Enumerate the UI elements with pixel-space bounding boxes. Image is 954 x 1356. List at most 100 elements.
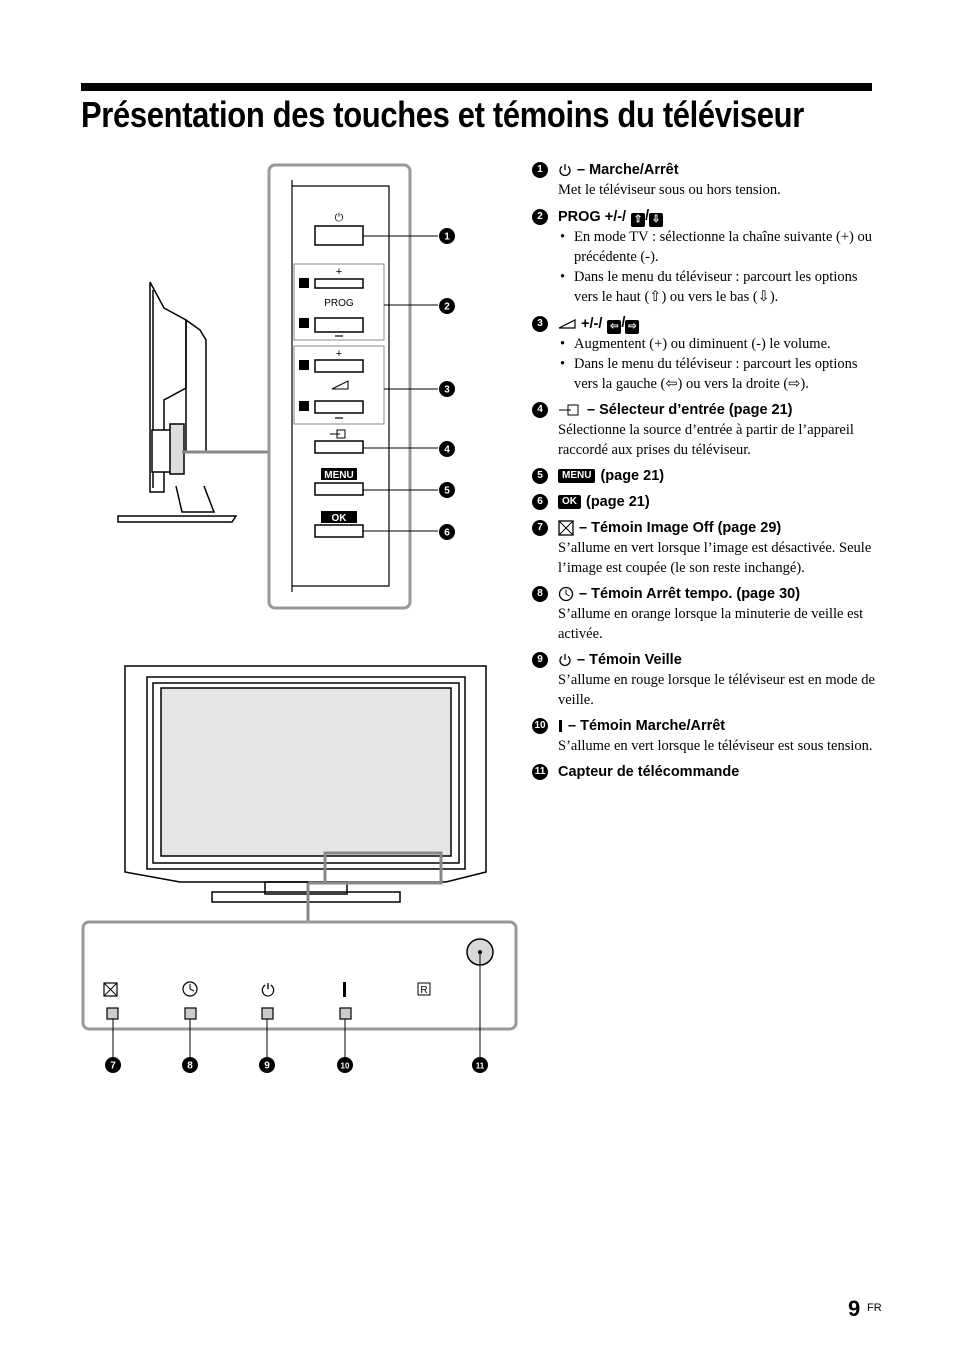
item-number: 5 <box>532 468 548 484</box>
callout-6 <box>439 524 455 540</box>
item-title: (page 21) <box>600 468 665 484</box>
callout-4 <box>439 441 455 457</box>
svg-text:OK: OK <box>332 513 348 524</box>
callout-5 <box>439 482 455 498</box>
bullet-item: Dans le menu du téléviseur : parcourt le… <box>558 354 877 394</box>
standby-icon <box>558 653 572 667</box>
callout-10 <box>337 1057 353 1073</box>
prog-down-button <box>314 317 364 333</box>
input-icon <box>330 429 346 439</box>
item-description: Sélectionne la source d’entrée à partir … <box>558 422 854 458</box>
item-heading: 1 – Marche/Arrêt <box>532 160 877 180</box>
item-description: S’allume en vert lorsque le téléviseur e… <box>558 738 873 754</box>
callout-label-11: 11 <box>476 1062 485 1071</box>
svg-text:R: R <box>420 985 427 996</box>
svg-text:+: + <box>336 348 342 360</box>
arrow-left-right-icon: ⇦/⇨ <box>607 313 640 334</box>
item-3: 3 +/-/⇦/⇨Augmentent (+) ou diminuent (-) … <box>532 313 877 394</box>
picture-off-led <box>106 1007 119 1020</box>
item-title: – Témoin Marche/Arrêt <box>568 718 726 734</box>
callout-label-5: 5 <box>444 486 450 497</box>
bullet-item: Augmentent (+) ou diminuent (-) le volum… <box>558 334 877 354</box>
item-description: S’allume en vert lorsque l’image est dés… <box>558 540 872 576</box>
page-title: Présentation des touches et témoins du t… <box>81 94 804 135</box>
item-bullets: Augmentent (+) ou diminuent (-) le volum… <box>558 334 877 394</box>
callout-label-6: 6 <box>444 528 450 539</box>
item-title: (page 21) <box>586 494 650 510</box>
svg-text:+: + <box>336 266 342 278</box>
menu-key-icon <box>321 468 357 480</box>
indicator-panel-outline <box>81 920 518 1031</box>
item-bullets: En mode TV : sélectionne la chaîne suiva… <box>558 227 877 307</box>
item-title: +/-/ <box>581 315 603 332</box>
item-number: 6 <box>532 494 548 510</box>
callout-label-4: 4 <box>444 445 450 456</box>
page-suffix: FR <box>867 1302 882 1314</box>
timer-led <box>184 1007 197 1020</box>
item-number: 10 <box>532 718 548 734</box>
control-panel-outline <box>267 163 412 610</box>
callout-label-10: 10 <box>341 1062 350 1071</box>
item-description: S’allume en rouge lorsque le téléviseur … <box>558 672 875 708</box>
volume-icon <box>331 380 349 390</box>
item-7: 7 – Témoin Image Off (page 29) S’allume en… <box>532 518 877 578</box>
power-button <box>314 225 364 246</box>
power-icon: ⏻ <box>335 212 344 224</box>
item-heading: 9 – Témoin Veille <box>532 650 877 670</box>
timer-icon <box>182 981 198 997</box>
input-icon <box>558 403 582 417</box>
callout-label-2: 2 <box>444 302 450 313</box>
ok-button <box>314 524 364 538</box>
callout-9 <box>259 1057 275 1073</box>
item-number: 11 <box>532 764 548 780</box>
callout-label-3: 3 <box>444 385 450 396</box>
callout-label-7: 7 <box>110 1061 116 1072</box>
item-number: 1 <box>532 162 548 178</box>
volume-icon <box>558 318 576 329</box>
callout-7 <box>105 1057 121 1073</box>
prog-label: PROG <box>324 298 354 309</box>
callout-1 <box>439 228 455 244</box>
item-number: 7 <box>532 520 548 536</box>
arrow-up-down-icon: ⇧/⇩ <box>631 206 664 227</box>
item-number: 9 <box>532 652 548 668</box>
power-on-icon <box>558 719 563 733</box>
volume-down-button <box>314 400 364 414</box>
item-title: PROG +/-/ <box>558 208 627 225</box>
item-heading: 3 +/-/⇦/⇨ <box>532 313 877 334</box>
item-4: 4– Sélecteur d’entrée (page 21)Sélection… <box>532 400 877 460</box>
item-heading: 10 – Témoin Marche/Arrêt <box>532 716 877 736</box>
item-number: 8 <box>532 586 548 602</box>
input-button <box>314 440 364 454</box>
title-rule <box>81 83 872 91</box>
item-number: 3 <box>532 315 548 332</box>
page-number: 9 <box>848 1296 861 1321</box>
menu-button <box>314 482 364 496</box>
item-description: S’allume en orange lorsque la minuterie … <box>558 606 864 642</box>
callout-11 <box>472 1057 488 1073</box>
remote-sensor-icon: R <box>417 982 431 996</box>
item-title: – Témoin Arrêt tempo. (page 30) <box>579 586 801 602</box>
item-title: – Témoin Veille <box>577 652 682 668</box>
tv-front-view <box>124 665 487 903</box>
item-8: 8 – Témoin Arrêt tempo. (page 30) S’allume… <box>532 584 877 644</box>
item-title: – Témoin Image Off (page 29) <box>579 520 782 536</box>
callout-label-9: 9 <box>264 1061 270 1072</box>
item-title: – Sélecteur d’entrée (page 21) <box>587 402 793 418</box>
item-heading: 7 – Témoin Image Off (page 29) <box>532 518 877 538</box>
item-title: – Marche/Arrêt <box>577 162 679 178</box>
bullet-item: En mode TV : sélectionne la chaîne suiva… <box>558 227 877 267</box>
power-led <box>339 1007 352 1020</box>
